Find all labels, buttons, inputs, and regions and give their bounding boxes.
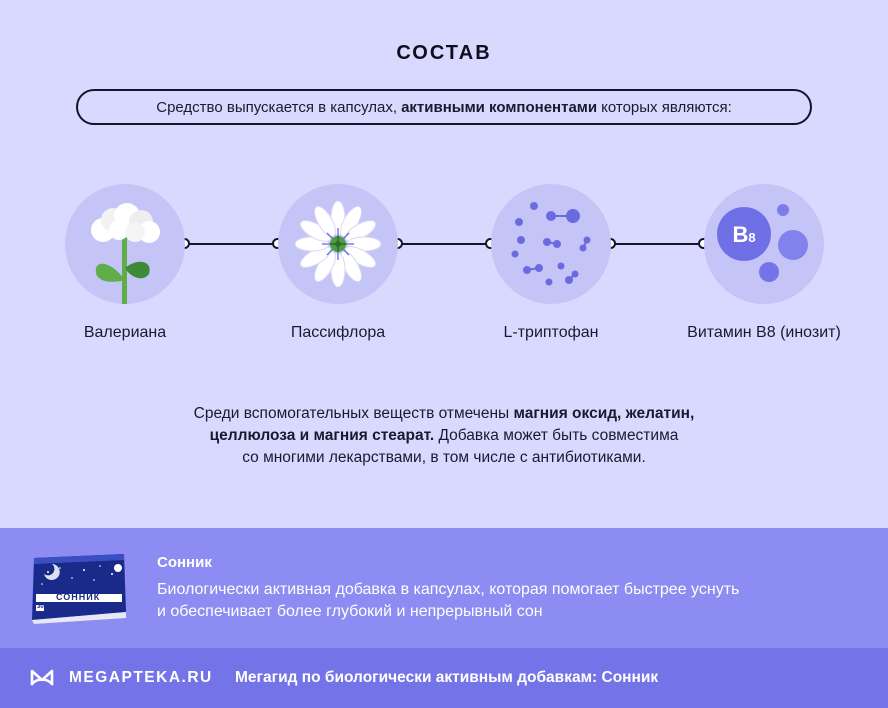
- product-box-count: 30: [37, 604, 44, 610]
- molecules-icon: [511, 202, 591, 286]
- product-box-image: СОННИК 30: [28, 554, 128, 629]
- product-box-brand: СОННИК: [56, 592, 101, 602]
- connector-line-3: [611, 243, 704, 245]
- megapteka-logo-text[interactable]: MEGAPTEKA.RU: [69, 669, 213, 686]
- ingredient-label-vitamin-b8: Витамин В8 (инозит): [687, 324, 841, 341]
- ingredient-circle-tryptophan: [491, 184, 611, 304]
- product-desc-line2: и обеспечивает более глубокий и непрерыв…: [157, 603, 543, 620]
- megapteka-logo-icon[interactable]: [29, 667, 55, 692]
- product-desc-line1: Биологически активная добавка в капсулах…: [157, 581, 740, 598]
- aux-part1: Среди вспомогательных веществ отмечены: [193, 405, 514, 422]
- intro-text-bold: активными компонентами: [401, 98, 598, 116]
- ingredient-circle-passionflower: [278, 184, 398, 304]
- product-band: СОННИК 30 Сонник Биологически активная д…: [0, 528, 888, 648]
- intro-box: Средство выпускается в капсулах, активны…: [76, 89, 812, 125]
- vitamin-badge-text: B8: [724, 222, 764, 248]
- intro-text-before: Средство выпускается в капсулах,: [156, 98, 398, 116]
- vitamin-b8-icon: [717, 204, 808, 282]
- section-title: СОСТАВ: [396, 42, 492, 64]
- vitamin-badge-letter: B: [732, 222, 749, 247]
- aux-bold2: целлюлоза и магния стеарат.: [209, 427, 435, 444]
- product-name: Сонник: [157, 554, 212, 571]
- vitamin-badge-sub: 8: [748, 230, 756, 245]
- connector-line-2: [398, 243, 491, 245]
- product-description: Биологически активная добавка в капсулах…: [157, 579, 837, 623]
- ingredient-circle-vitamin-b8: B8: [704, 184, 824, 304]
- passionflower-icon: [294, 200, 382, 288]
- connector-line-1: [185, 243, 278, 245]
- ingredient-circle-valerian: [65, 184, 185, 304]
- valerian-flower-icon: [91, 203, 160, 304]
- aux-part2: Добавка может быть совместима: [434, 427, 679, 444]
- ingredient-label-valerian: Валериана: [83, 324, 167, 341]
- footer-guide-title: Мегагид по биологически активным добавка…: [235, 669, 659, 686]
- auxiliary-text: Среди вспомогательных веществ отмечены м…: [120, 403, 768, 469]
- intro-text-after: которых являются:: [601, 98, 732, 116]
- footer: MEGAPTEKA.RU Мегагид по биологически акт…: [0, 648, 888, 708]
- aux-part3: со многими лекарствами, в том числе с ан…: [242, 449, 646, 466]
- aux-bold1: магния оксид, желатин,: [513, 405, 695, 422]
- ingredient-label-passionflower: Пассифлора: [290, 324, 386, 341]
- ingredient-label-tryptophan: L-триптофан: [503, 324, 599, 341]
